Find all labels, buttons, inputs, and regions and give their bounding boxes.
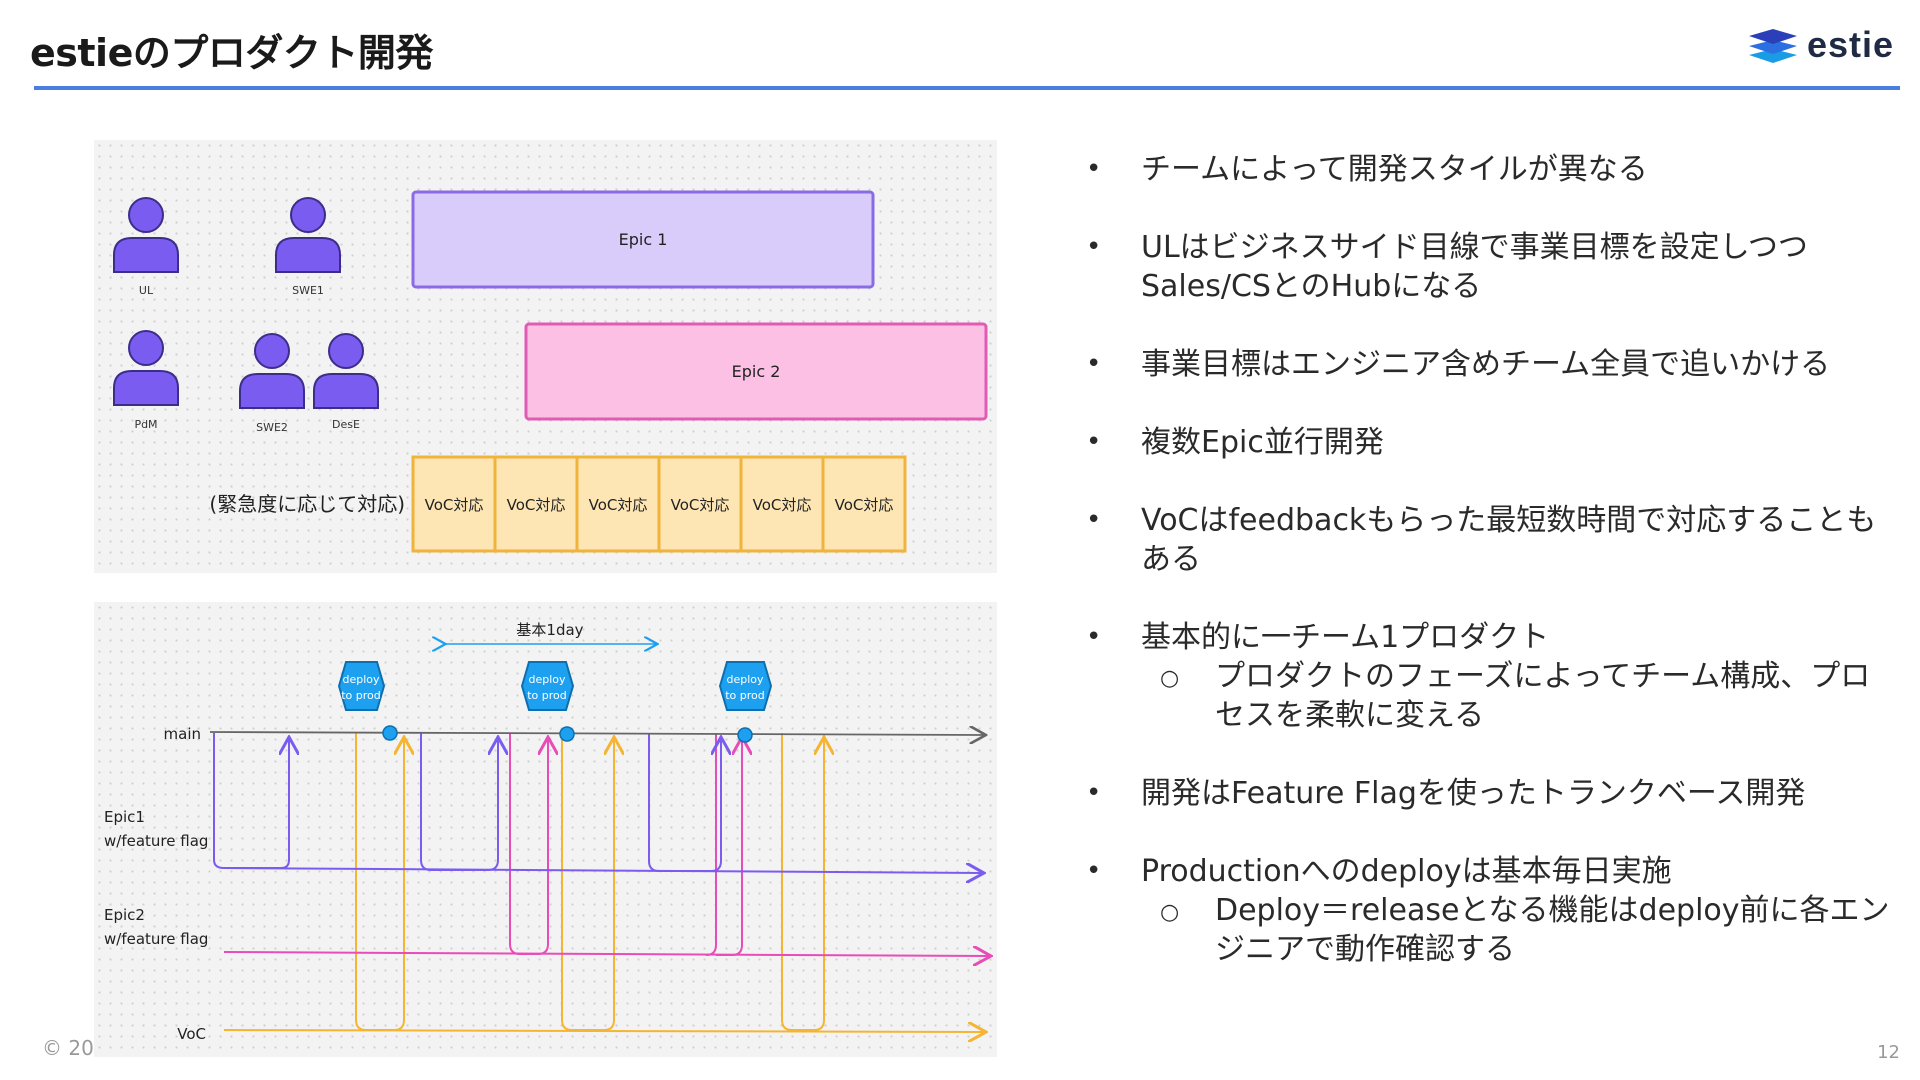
bullet-item: •ULはビジネスサイド目線で事業目標を設定しつつSales/CSとのHubになる (1086, 230, 1808, 304)
epic-1-box (411, 190, 875, 289)
slide-title: estieのプロダクト開発 (30, 31, 433, 75)
svg-text:deploy: deploy (342, 673, 380, 686)
branch-label-voc: VoC (177, 1025, 206, 1043)
svg-text:to prod: to prod (527, 689, 567, 702)
estie-logo: estie (1747, 24, 1894, 66)
team-diagram-svg: UL SWE1 PdM SWE2 DesE Epic 1 Epic 2 (緊急度… (113, 190, 988, 553)
person-icon-swe2 (239, 333, 305, 409)
person-icon-pdm (113, 330, 179, 406)
main-branch-line (209, 732, 984, 735)
member-label: UL (139, 284, 154, 297)
bullet-item: •Productionへのdeployは基本毎日実施 (1086, 854, 1672, 889)
deploy-hexagon: deploy to prod (520, 661, 575, 711)
deploy-point (382, 725, 398, 741)
copyright: © 20 (42, 1036, 94, 1060)
team-diagram: UL SWE1 PdM SWE2 DesE Epic 1 Epic 2 (緊急度… (94, 140, 997, 573)
person-icon-ul (113, 197, 179, 273)
interval-label: 基本1day (516, 621, 583, 639)
bullet-item: •チームによって開発スタイルが異なる (1086, 152, 1648, 187)
voc-item-label: VoC対応 (835, 496, 894, 514)
voc-branch (223, 733, 984, 1032)
branch-label-epic2: Epic2 (104, 906, 145, 924)
svg-text:deploy: deploy (726, 673, 764, 686)
voc-urgency-label: (緊急度に応じて対応) (209, 492, 405, 516)
epic2-branch (223, 733, 989, 956)
voc-item-label: VoC対応 (753, 496, 812, 514)
epic-1-label: Epic 1 (619, 230, 668, 249)
branch-label-epic1: Epic1 (104, 808, 145, 826)
bullet-list: •チームによって開発スタイルが異なる •ULはビジネスサイド目線で事業目標を設定… (1080, 150, 1900, 1008)
member-label: SWE1 (292, 284, 324, 297)
person-icon-swe1 (275, 197, 341, 273)
bullet-item: •VoCはfeedbackもらった最短数時間で対応することもある (1086, 503, 1877, 577)
epic-2-box (524, 322, 988, 421)
voc-item-label: VoC対応 (507, 496, 566, 514)
voc-item-label: VoC対応 (589, 496, 648, 514)
branch-label-epic1-sub: w/feature flag (104, 832, 208, 850)
layers-logo-icon (1748, 29, 1797, 63)
logo-text: estie (1806, 24, 1894, 65)
svg-text:to prod: to prod (725, 689, 765, 702)
member-label: SWE2 (256, 421, 288, 434)
sub-bullet-item: ○プロダクトのフェーズによってチーム構成、プロセスを柔軟に変える (1160, 659, 1871, 733)
voc-item-label: VoC対応 (671, 496, 730, 514)
branch-diagram: 基本1day deploy to prod deploy to prod dep… (94, 602, 997, 1057)
header-rule (34, 86, 1900, 90)
branch-label-main: main (164, 725, 201, 743)
bullet-item: •事業目標はエンジニア含めチーム全員で追いかける (1086, 347, 1831, 382)
svg-text:to prod: to prod (341, 689, 381, 702)
voc-item-label: VoC対応 (425, 496, 484, 514)
deploy-point (737, 727, 753, 743)
page-number: 12 (1877, 1042, 1900, 1063)
bullet-item: •開発はFeature Flagを使ったトランクベース開発 (1086, 776, 1806, 811)
bullet-item: •複数Epic並行開発 (1086, 425, 1384, 460)
deploy-point (559, 726, 575, 742)
person-icon-dese (313, 333, 379, 409)
member-label: PdM (134, 418, 157, 431)
branch-diagram-svg: 基本1day deploy to prod deploy to prod dep… (104, 621, 997, 1043)
epic-2-label: Epic 2 (732, 362, 781, 381)
bullet-item: •基本的に一チーム1プロダクト (1086, 620, 1550, 655)
epic1-branch (213, 733, 982, 873)
svg-text:deploy: deploy (528, 673, 566, 686)
sub-bullet-item: ○Deploy＝releaseとなる機能はdeploy前に各エンジニアで動作確認… (1160, 893, 1890, 967)
branch-label-epic2-sub: w/feature flag (104, 930, 208, 948)
deploy-hexagon: deploy to prod (718, 661, 773, 711)
member-label: DesE (332, 418, 360, 431)
deploy-hexagon: deploy to prod (337, 661, 386, 711)
voc-boxes (411, 455, 907, 553)
